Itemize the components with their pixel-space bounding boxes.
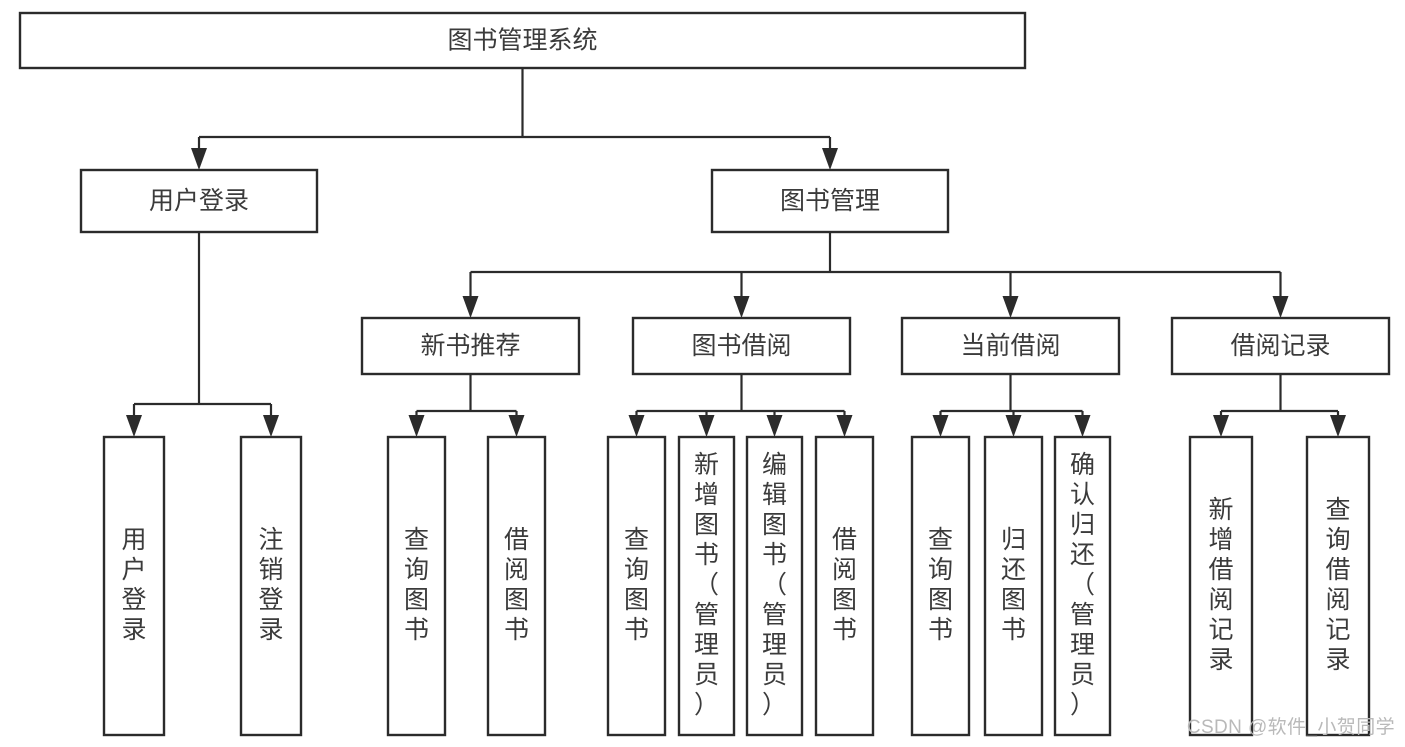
arrow-down-icon-l2-1 bbox=[822, 148, 838, 170]
node-leaf-confirm-return-admin-box[interactable] bbox=[1053, 435, 1112, 737]
node-new-book-recommend-box[interactable] bbox=[360, 316, 581, 376]
node-current-borrow-label: 当前借阅 bbox=[960, 332, 1060, 360]
node-borrow-record-label: 借阅记录 bbox=[1230, 332, 1330, 360]
node-user-login[interactable]: 用户登录 bbox=[79, 168, 319, 234]
arrow-down-icon-l3-2 bbox=[1002, 296, 1019, 318]
node-leaf-confirm-return-admin[interactable]: 确认归还（管理员） bbox=[1053, 435, 1112, 737]
arrow-down-icon-leaf-book-borrow-1 bbox=[698, 415, 715, 437]
node-leaf-add-borrow-record-box[interactable] bbox=[1188, 435, 1254, 737]
node-leaf-borrow-book-2-box[interactable] bbox=[814, 435, 875, 737]
arrow-down-icon-l3-3 bbox=[1272, 296, 1289, 318]
arrow-down-icon-leaf-new-book-recommend-0 bbox=[408, 415, 425, 437]
arrow-down-icon-leaf-current-borrow-2 bbox=[1074, 415, 1091, 437]
node-borrow-record[interactable]: 借阅记录 bbox=[1170, 316, 1391, 376]
node-leaf-add-book-admin-label: 新增图书（管理员） bbox=[694, 451, 719, 719]
node-leaf-query-book-2-box[interactable] bbox=[606, 435, 667, 737]
node-borrow-record-box[interactable] bbox=[1170, 316, 1391, 376]
node-leaf-query-book-2[interactable]: 查询图书 bbox=[606, 435, 667, 737]
node-leaf-logout-login[interactable]: 注销登录 bbox=[239, 435, 303, 737]
node-leaf-edit-book-admin-label: 编辑图书（管理员） bbox=[762, 451, 787, 719]
node-leaf-query-borrow-record-box[interactable] bbox=[1305, 435, 1371, 737]
arrow-down-icon-leaf-current-borrow-0 bbox=[932, 415, 949, 437]
node-leaf-user-login[interactable]: 用户登录 bbox=[102, 435, 166, 737]
node-new-book-recommend-label: 新书推荐 bbox=[420, 332, 520, 360]
node-leaf-query-book-1-label: 查询图书 bbox=[404, 526, 429, 644]
node-leaf-query-book-3[interactable]: 查询图书 bbox=[910, 435, 971, 737]
node-book-borrow-label: 图书借阅 bbox=[691, 332, 791, 360]
arrow-down-icon-leaf-book-borrow-2 bbox=[766, 415, 783, 437]
arrow-down-icon-leaf-user-login-0 bbox=[126, 415, 142, 437]
node-leaf-query-borrow-record-label: 查询借阅记录 bbox=[1325, 496, 1350, 674]
node-leaf-return-book-label: 归还图书 bbox=[1001, 526, 1026, 644]
node-leaf-logout-login-box[interactable] bbox=[239, 435, 303, 737]
node-leaf-query-book-3-label: 查询图书 bbox=[928, 526, 953, 644]
arrow-down-icon-leaf-borrow-record-1 bbox=[1330, 415, 1346, 437]
arrow-down-icon-leaf-borrow-record-0 bbox=[1213, 415, 1229, 437]
node-leaf-logout-login-label: 注销登录 bbox=[258, 526, 283, 644]
node-root-book-management-system-label: 图书管理系统 bbox=[447, 27, 597, 55]
node-leaf-add-borrow-record[interactable]: 新增借阅记录 bbox=[1188, 435, 1254, 737]
node-leaf-user-login-label: 用户登录 bbox=[121, 526, 146, 644]
node-user-login-label: 用户登录 bbox=[149, 187, 249, 215]
node-book-manage-box[interactable] bbox=[710, 168, 950, 234]
node-book-borrow-box[interactable] bbox=[631, 316, 852, 376]
arrow-down-icon-leaf-book-borrow-0 bbox=[628, 415, 645, 437]
node-leaf-borrow-book-2[interactable]: 借阅图书 bbox=[814, 435, 875, 737]
node-new-book-recommend[interactable]: 新书推荐 bbox=[360, 316, 581, 376]
arrow-down-icon-leaf-user-login-1 bbox=[263, 415, 279, 437]
node-leaf-query-book-2-label: 查询图书 bbox=[624, 526, 649, 644]
connector-layer bbox=[126, 68, 1346, 437]
node-leaf-borrow-book-1-box[interactable] bbox=[486, 435, 547, 737]
node-user-login-box[interactable] bbox=[79, 168, 319, 234]
node-leaf-user-login-box[interactable] bbox=[102, 435, 166, 737]
node-leaf-edit-book-admin[interactable]: 编辑图书（管理员） bbox=[745, 435, 804, 737]
arrow-down-icon-l3-1 bbox=[733, 296, 750, 318]
node-leaf-query-book-1-box[interactable] bbox=[386, 435, 447, 737]
node-leaf-add-book-admin-box[interactable] bbox=[677, 435, 736, 737]
arrow-down-icon-l2-0 bbox=[191, 148, 207, 170]
node-leaf-query-book-3-box[interactable] bbox=[910, 435, 971, 737]
node-current-borrow-box[interactable] bbox=[900, 316, 1121, 376]
node-root-book-management-system-box[interactable] bbox=[18, 11, 1027, 70]
arrow-down-icon-leaf-book-borrow-3 bbox=[836, 415, 853, 437]
node-leaf-add-borrow-record-label: 新增借阅记录 bbox=[1208, 496, 1233, 674]
node-leaf-confirm-return-admin-label: 确认归还（管理员） bbox=[1070, 451, 1095, 719]
node-book-manage[interactable]: 图书管理 bbox=[710, 168, 950, 234]
arrow-down-icon-l3-0 bbox=[462, 296, 479, 318]
node-leaf-borrow-book-1-label: 借阅图书 bbox=[504, 526, 529, 644]
arrow-down-icon-leaf-current-borrow-1 bbox=[1005, 415, 1022, 437]
node-leaf-query-borrow-record[interactable]: 查询借阅记录 bbox=[1305, 435, 1371, 737]
node-leaf-edit-book-admin-box[interactable] bbox=[745, 435, 804, 737]
node-book-borrow[interactable]: 图书借阅 bbox=[631, 316, 852, 376]
node-leaf-borrow-book-1[interactable]: 借阅图书 bbox=[486, 435, 547, 737]
node-leaf-query-book-1[interactable]: 查询图书 bbox=[386, 435, 447, 737]
node-leaf-return-book[interactable]: 归还图书 bbox=[983, 435, 1044, 737]
arrow-down-icon-leaf-new-book-recommend-1 bbox=[508, 415, 525, 437]
node-layer: 图书管理系统用户登录图书管理新书推荐图书借阅当前借阅借阅记录用户登录注销登录查询… bbox=[18, 11, 1391, 737]
node-current-borrow[interactable]: 当前借阅 bbox=[900, 316, 1121, 376]
node-leaf-add-book-admin[interactable]: 新增图书（管理员） bbox=[677, 435, 736, 737]
node-leaf-borrow-book-2-label: 借阅图书 bbox=[832, 526, 857, 644]
node-root-book-management-system[interactable]: 图书管理系统 bbox=[18, 11, 1027, 70]
node-leaf-return-book-box[interactable] bbox=[983, 435, 1044, 737]
node-book-manage-label: 图书管理 bbox=[780, 187, 880, 215]
